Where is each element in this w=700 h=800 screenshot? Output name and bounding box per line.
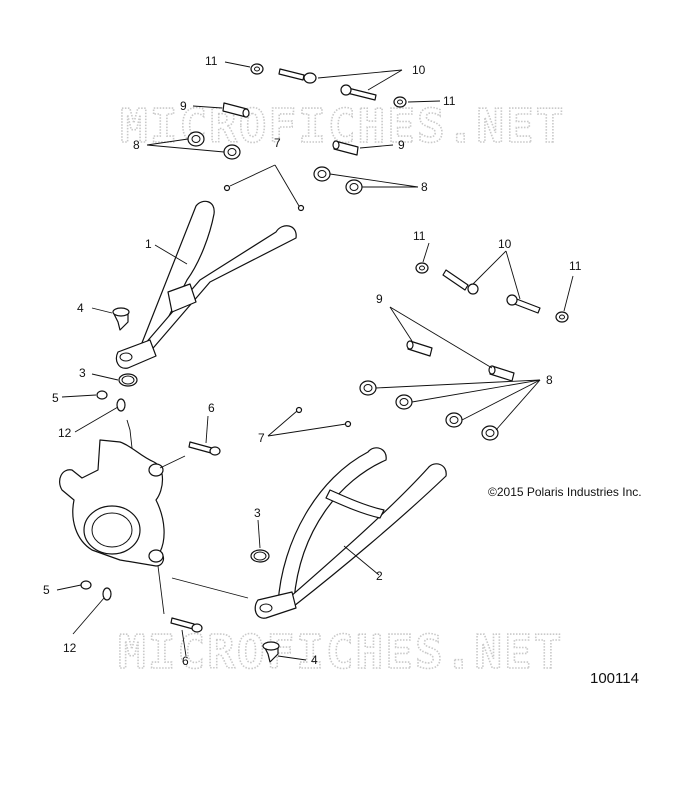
watermark-bottom: MICROFICHES.NET [118,625,563,679]
callout-4: 4 [311,653,318,667]
callout-12: 12 [58,426,72,440]
callout-8: 8 [421,180,428,194]
callout-3: 3 [254,506,261,520]
callout-11: 11 [413,229,426,243]
callout-5: 5 [52,391,59,405]
sleeve-top-left-icon [222,102,250,118]
steering-knuckle-icon [59,439,165,567]
retaining-ring-bottom-icon [250,549,270,563]
bolt-mid-right-icon [506,294,541,314]
grease-fitting-mid-right-icon [344,420,352,428]
retaining-ring-top-icon [118,373,138,387]
callout-2: 2 [376,569,383,583]
bushing-top-left-b-icon [223,144,241,160]
bushing-top-right-a-icon [313,166,331,182]
nut-top-right-icon [393,96,407,108]
bushing-mid-a-icon [359,380,377,396]
bushing-mid-b-icon [395,394,413,410]
washer-knuckle-bottom-icon [102,587,112,601]
bolt-knuckle-top-icon [188,441,221,456]
bushing-mid-c-icon [445,412,463,428]
ball-joint-top-icon [112,307,130,331]
ball-joint-bottom-icon [262,641,280,663]
grease-fitting-mid-left-icon [295,406,303,414]
grease-fitting-top-right-icon [297,204,305,212]
callout-7: 7 [258,431,265,445]
copyright-notice: ©2015 Polaris Industries Inc. [488,485,642,499]
bushing-mid-d-icon [481,425,499,441]
callout-9: 9 [398,138,405,152]
callout-7: 7 [274,136,281,150]
leader-lines [56,61,574,661]
nut-top-left-icon [250,63,264,75]
callout-9: 9 [180,99,187,113]
callout-10: 10 [498,237,512,251]
callout-4: 4 [77,301,84,315]
callout-11: 11 [569,259,582,273]
nut-knuckle-top-icon [96,390,108,400]
callout-11: 11 [443,94,456,108]
bolt-mid-left-icon [442,269,479,295]
bolt-top-right-icon [340,84,377,101]
callout-8: 8 [133,138,140,152]
lower-a-arm-icon [254,447,447,619]
callout-10: 10 [412,63,426,77]
callout-8: 8 [546,373,553,387]
sleeve-top-right-icon [332,140,359,156]
sleeve-mid-right-icon [488,365,515,382]
nut-mid-right-icon [555,311,569,323]
bolt-knuckle-bottom-icon [170,617,203,633]
callout-9: 9 [376,292,383,306]
callout-6: 6 [182,654,189,668]
callout-6: 6 [208,401,215,415]
callout-12: 12 [63,641,77,655]
upper-a-arm-icon [115,200,297,369]
callout-5: 5 [43,583,50,597]
figure-number: 100114 [590,670,639,687]
bolt-top-left-icon [278,68,317,84]
nut-knuckle-bottom-icon [80,580,92,590]
nut-mid-left-icon [415,262,429,274]
washer-knuckle-top-icon [116,398,126,412]
bushing-top-right-b-icon [345,179,363,195]
sleeve-mid-left-icon [406,340,433,357]
grease-fitting-top-left-icon [223,184,231,192]
callout-11: 11 [205,54,218,68]
callout-1: 1 [145,237,152,251]
bushing-top-left-a-icon [187,131,205,147]
callout-3: 3 [79,366,86,380]
